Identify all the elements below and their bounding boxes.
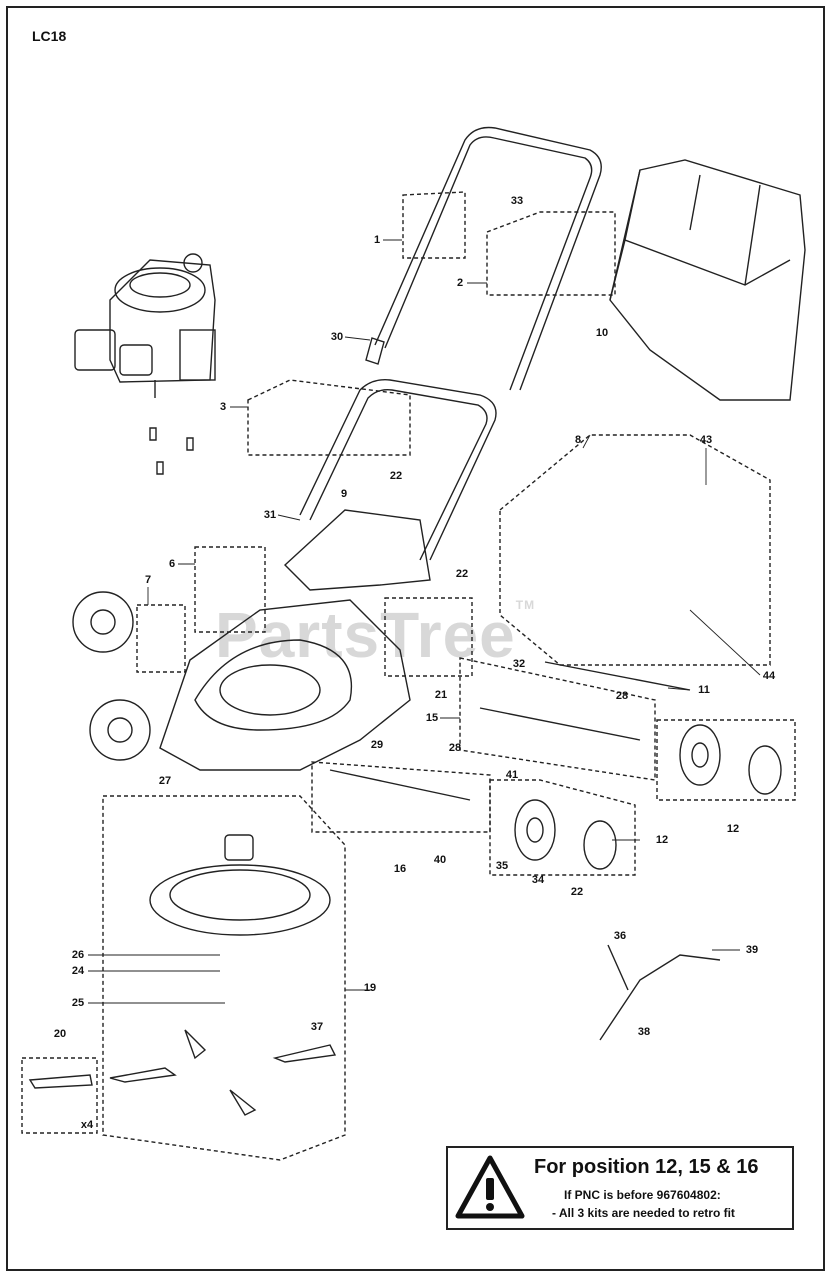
callout-41: 41 (505, 769, 519, 781)
discharge-chute (283, 509, 431, 591)
callout-12b: 12 (655, 834, 669, 846)
model-label: LC18 (32, 28, 67, 44)
engine-bolts (149, 427, 194, 475)
callout-6: 6 (168, 558, 176, 570)
leader-lines (88, 239, 761, 1004)
callout-40: 40 (433, 854, 447, 866)
axles (329, 661, 691, 801)
callout-19: 19 (363, 982, 377, 994)
notice-line-1: If PNC is before 967604802: (564, 1188, 721, 1202)
warning-icon (455, 1155, 525, 1219)
retrofit-notice: For position 12, 15 & 16 If PNC is befor… (446, 1146, 794, 1230)
callout-36: 36 (613, 930, 627, 942)
callout-22c: 22 (570, 886, 584, 898)
callout-10: 10 (595, 327, 609, 339)
callout-27: 27 (158, 775, 172, 787)
callout-34: 34 (531, 874, 545, 886)
callout-26: 26 (71, 949, 85, 961)
callout-31: 31 (263, 509, 277, 521)
callout-28a: 28 (615, 690, 629, 702)
callout-25: 25 (71, 997, 85, 1009)
callout-35: 35 (495, 860, 509, 872)
callout-24: 24 (71, 965, 85, 977)
callout-3: 3 (219, 401, 227, 413)
callout-44: 44 (762, 670, 776, 682)
callout-16: 16 (393, 863, 407, 875)
notice-title: For position 12, 15 & 16 (534, 1156, 759, 1178)
callout-2: 2 (456, 277, 464, 289)
callout-37: 37 (310, 1021, 324, 1033)
engine (74, 253, 216, 398)
wheels (72, 591, 782, 870)
callout-22a: 22 (389, 470, 403, 482)
blades (28, 1029, 337, 1116)
callout-39: 39 (745, 944, 759, 956)
callout-7: 7 (144, 574, 152, 586)
callout-22b: 22 (455, 568, 469, 580)
callout-21: 21 (434, 689, 448, 701)
callout-11: 11 (698, 684, 710, 696)
callout-29: 29 (370, 739, 384, 751)
lower-handle-rod (599, 944, 721, 1041)
grass-bag (609, 159, 806, 401)
callout-12a: 12 (726, 823, 740, 835)
callout-20: 20 (53, 1028, 67, 1040)
page-border (6, 6, 825, 1271)
callout-28b: 28 (448, 742, 462, 754)
callout-32: 32 (512, 658, 526, 670)
callout-43: 43 (699, 434, 713, 446)
callout-38: 38 (637, 1026, 651, 1038)
blade-plate (149, 834, 331, 936)
callout-33: 33 (510, 195, 524, 207)
dashed-groups (21, 191, 796, 1161)
upper-handle (365, 126, 602, 391)
callout-8: 8 (574, 434, 582, 446)
lower-handle (299, 379, 497, 561)
callout-9: 9 (340, 488, 348, 500)
callout-30: 30 (330, 331, 344, 343)
mower-deck (159, 599, 411, 771)
quantity-x4: x4 (80, 1119, 94, 1131)
notice-line-2: - All 3 kits are needed to retro fit (552, 1206, 735, 1220)
callout-1: 1 (373, 234, 381, 246)
callout-15: 15 (425, 712, 439, 724)
